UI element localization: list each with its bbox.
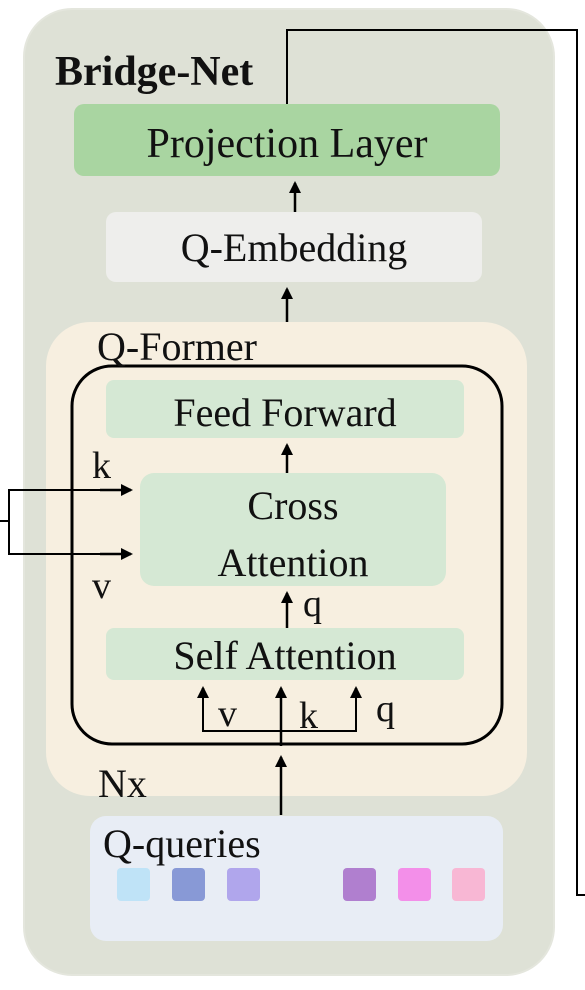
self-attention-k-label: k	[299, 695, 318, 737]
query-token	[452, 868, 485, 901]
projection-layer-label: Projection Layer	[146, 121, 428, 167]
cross-attention-k-label: k	[92, 445, 111, 487]
bridge-net-title: Bridge-Net	[55, 49, 254, 95]
query-token	[343, 868, 376, 901]
cross-attention-v-label: v	[92, 565, 111, 607]
q-embedding-block	[106, 212, 482, 282]
feed-forward-block	[106, 380, 464, 438]
external-kv-connector	[0, 489, 108, 522]
cross-attention-q-label: q	[303, 583, 322, 625]
self-attention-v-label: v	[218, 693, 237, 735]
q-queries-block	[90, 816, 503, 941]
query-token	[117, 868, 150, 901]
cross-attention-label-line1: Cross	[247, 483, 339, 528]
external-kv-connector-v	[8, 521, 108, 555]
projection-layer-block	[74, 104, 500, 176]
projection-output-connector	[286, 29, 585, 896]
feed-forward-label: Feed Forward	[173, 390, 397, 435]
query-token	[172, 868, 205, 901]
self-attention-label: Self Attention	[173, 633, 397, 678]
repeat-label: Nx	[98, 761, 147, 806]
self-attention-input-bus	[202, 694, 357, 732]
cross-attention-block	[140, 473, 446, 586]
query-token	[227, 868, 260, 901]
cross-attention-label-line2: Attention	[217, 540, 369, 585]
q-former-label: Q-Former	[97, 324, 257, 369]
q-queries-label: Q-queries	[103, 821, 261, 866]
self-attention-q-label: q	[376, 688, 395, 730]
q-embedding-label: Q-Embedding	[180, 225, 408, 270]
query-token	[398, 868, 431, 901]
self-attention-block	[106, 628, 464, 680]
